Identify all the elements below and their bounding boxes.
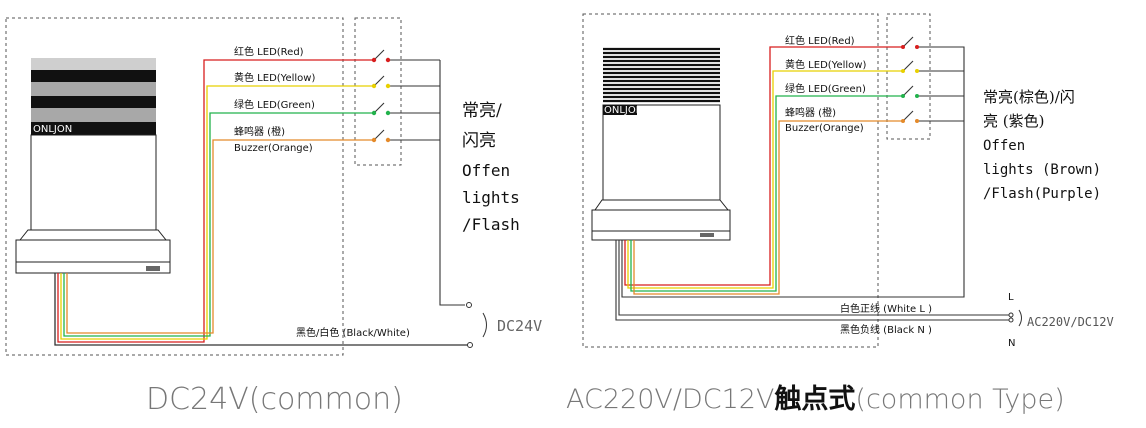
left-tower-light: [15, 58, 171, 274]
right-label-green: 绿色 LED(Green): [785, 82, 866, 95]
right-tower-light: [591, 47, 731, 241]
left-note-line-1: 常亮/: [462, 101, 502, 121]
right-note-line-4: lights (Brown): [983, 162, 1101, 178]
left-enclosure: [5, 17, 344, 356]
left-wire-yellow: [60, 85, 374, 340]
left-label-buzzer-en: Buzzer(Orange): [234, 143, 313, 154]
left-label-buzzer: 蜂鸣器 (橙): [234, 125, 285, 138]
left-brand-label: ONLJON: [33, 124, 72, 135]
left-label-common: 黑色/白色 (Black/White): [296, 326, 410, 339]
right-switch-contacts: [901, 45, 919, 123]
right-wire-green: [630, 95, 903, 292]
right-brand-label: ONLJON: [604, 105, 643, 116]
left-note-line-5: /Flash: [462, 215, 520, 234]
left-switch-contacts: [371, 57, 391, 143]
right-caption-prefix: AC220V/DC12V: [566, 384, 774, 415]
right-label-yellow: 黄色 LED(Yellow): [785, 58, 866, 71]
left-wire-orange: [66, 139, 374, 334]
left-wire-red: [57, 59, 374, 343]
right-note-line-5: /Flash(Purple): [983, 186, 1101, 202]
left-wire-green: [63, 112, 374, 337]
right-label-white-l: 白色正线 (White L ): [840, 302, 932, 315]
left-diagram: ONLJON 红色 LED(Red) 黄色 LED(Yellow) 绿色 LED…: [5, 17, 542, 417]
right-wire-common-return: [621, 46, 965, 298]
left-supply-label: DC24V: [497, 317, 542, 335]
right-label-red: 红色 LED(Red): [785, 34, 855, 47]
right-wire-black-n: [615, 240, 1010, 321]
right-wire-orange: [633, 120, 903, 295]
right-wire-white-l: [618, 240, 1010, 316]
right-wire-red: [624, 46, 903, 286]
left-label-green: 绿色 LED(Green): [234, 98, 315, 111]
right-label-black-n: 黑色负线 (Black N ): [840, 323, 932, 336]
left-note-line-4: lights: [462, 188, 520, 207]
right-wire-yellow: [627, 70, 903, 289]
right-supply-label: AC220V/DC12V: [1027, 315, 1114, 329]
right-note-line-3: Offen: [983, 138, 1025, 154]
left-caption: DC24V(common): [146, 382, 403, 417]
right-caption: AC220V/DC12V触点式(common Type): [566, 384, 1065, 415]
left-label-red: 红色 LED(Red): [234, 45, 304, 58]
right-terminal-n: N: [1008, 338, 1015, 349]
left-label-yellow: 黄色 LED(Yellow): [234, 71, 315, 84]
right-terminal-l: L: [1008, 292, 1014, 303]
left-note-line-2: 闪亮: [462, 131, 496, 151]
right-diagram: ONLJON 红色 LED(Red) 黄色 LED(Yellow) 绿色 LED…: [566, 13, 1114, 415]
right-switch-box: [886, 13, 931, 140]
left-note-line-3: Offen: [462, 161, 510, 180]
right-caption-suffix: (common Type): [855, 384, 1064, 415]
right-caption-bold: 触点式: [774, 384, 855, 415]
right-label-buzzer: 蜂鸣器 (橙): [785, 106, 836, 119]
right-note-line-1: 常亮(棕色)/闪: [983, 88, 1075, 106]
right-enclosure: [582, 13, 879, 348]
right-label-buzzer-en: Buzzer(Orange): [785, 123, 864, 134]
right-note-line-2: 亮 (紫色): [983, 112, 1044, 130]
left-wire-common: [54, 273, 470, 346]
left-switch-box: [354, 17, 402, 166]
